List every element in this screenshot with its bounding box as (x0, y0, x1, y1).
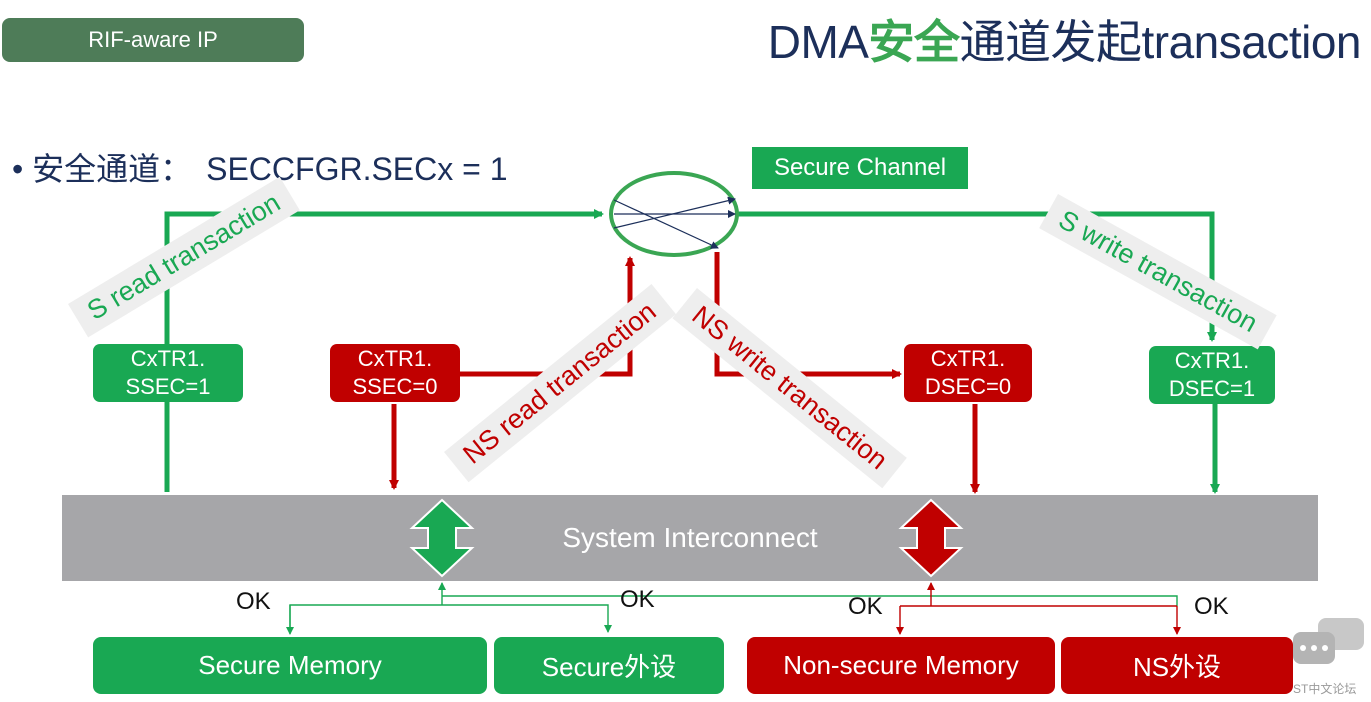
reg-s-write-line2: DSEC=1 (1168, 376, 1256, 401)
rif-aware-ip-tag: RIF-aware IP (2, 18, 304, 62)
channel-crossbar (609, 171, 739, 257)
secure-peripheral-box: Secure外设 (494, 637, 724, 694)
ns-write-path (714, 252, 980, 494)
ns-ok-links (896, 582, 1181, 635)
watermark-text: ST中文论坛 (1293, 682, 1357, 696)
reg-ns-read-line2: SSEC=0 (352, 374, 438, 399)
green-double-arrow (409, 498, 475, 578)
title-prefix: DMA (767, 16, 869, 68)
reg-s-read-line1: CxTR1. (130, 346, 206, 371)
ok-label-ns-memory: OK (848, 593, 883, 620)
ns-read-path (389, 256, 635, 490)
red-double-arrow (898, 498, 964, 578)
reg-ns-write-line2: DSEC=0 (924, 374, 1012, 399)
ns-peripheral-box: NS外设 (1061, 637, 1293, 694)
secure-memory-box: Secure Memory (93, 637, 487, 694)
reg-ns-read: CxTR1. SSEC=0 (330, 344, 460, 402)
reg-s-read-line2: SSEC=1 (125, 374, 211, 399)
ok-label-secure-periph: OK (620, 586, 655, 613)
bullet-marker: • (12, 151, 24, 187)
slide-title: DMA安全通道发起transaction (767, 6, 1362, 72)
secure-channel-bullet: • 安全通道： SECCFGR.SECx = 1 (12, 144, 508, 190)
system-interconnect-bar (62, 495, 1318, 581)
reg-ns-write: CxTR1. DSEC=0 (904, 344, 1032, 402)
chat-icon (1293, 618, 1364, 664)
title-highlight: 安全 (868, 16, 960, 68)
ok-label-secure-memory: OK (236, 588, 271, 615)
reg-s-write: CxTR1. DSEC=1 (1149, 346, 1275, 404)
reg-s-write-line1: CxTR1. (1174, 348, 1250, 373)
secure-ok-links (286, 582, 1178, 635)
reg-ns-write-line1: CxTR1. (930, 346, 1006, 371)
bullet-label: 安全通道： (32, 151, 193, 187)
system-interconnect-label: System Interconnect (562, 522, 818, 553)
reg-s-read: CxTR1. SSEC=1 (93, 344, 243, 402)
ok-label-ns-periph: OK (1194, 593, 1229, 620)
title-suffix: 通道发起transaction (959, 16, 1361, 68)
non-secure-memory-box: Non-secure Memory (747, 637, 1055, 694)
reg-ns-read-line1: CxTR1. (357, 346, 433, 371)
bullet-value: SECCFGR.SECx = 1 (206, 151, 508, 187)
secure-channel-label: Secure Channel (752, 147, 968, 189)
